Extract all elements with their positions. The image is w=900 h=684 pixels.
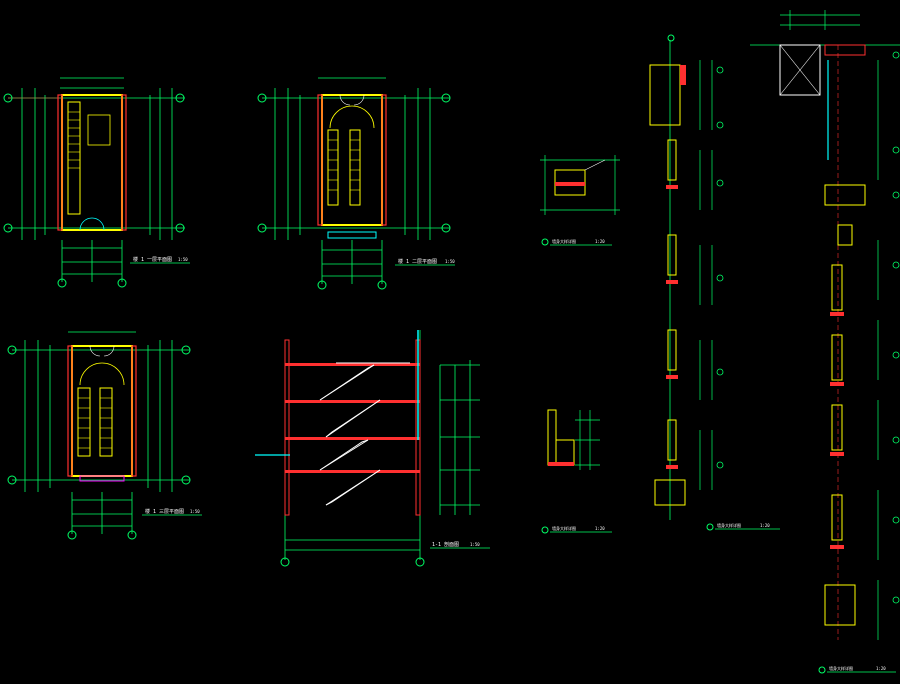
wall-section-2: 墙身大样详图 1:20 <box>750 10 900 674</box>
plan-1-title: 楼 1 一层平面图 <box>133 256 172 263</box>
wall-section-2-scale: 1:20 <box>876 666 886 671</box>
axis-bubble <box>175 93 185 103</box>
plan-1-column-right <box>121 94 127 231</box>
axis-bubble <box>57 278 67 288</box>
plan-1-scale: 1:50 <box>178 257 188 262</box>
axis-bubble <box>3 93 13 103</box>
plan-view-3: 楼 1 三层平面图 1:50 <box>7 331 202 540</box>
plan-3-scale: 1:50 <box>190 509 200 514</box>
wall-section-1: 墙身大样详图 1:20 <box>649 34 780 531</box>
axis-bubble <box>175 223 185 233</box>
detail-b-title: 墙身大样详图 <box>552 525 576 531</box>
section-1-scale: 1:50 <box>470 542 480 547</box>
plan-1-door-swing-2 <box>91 217 105 231</box>
plan-1-column-left <box>57 94 63 231</box>
section-1-title: 1-1 剖面图 <box>432 541 459 548</box>
detail-view-a: 墙身大样详图 1:20 <box>540 155 620 246</box>
plan-3-title: 楼 1 三层平面图 <box>145 508 184 515</box>
plan-2-scale: 1:50 <box>445 259 455 264</box>
plan-view-2: 楼 1 二层平面图 1:50 <box>257 77 455 290</box>
plan-1-dimensions <box>8 77 185 282</box>
plan-2-title: 楼 1 二层平面图 <box>398 258 437 265</box>
plan-1-landing <box>87 114 111 146</box>
plan-1-door-swing <box>79 217 93 231</box>
detail-a-title: 墙身大样详图 <box>552 238 576 244</box>
axis-bubble <box>3 223 13 233</box>
axis-bubble <box>117 278 127 288</box>
wall-section-1-title: 墙身大样详图 <box>717 522 741 528</box>
detail-a-scale: 1:20 <box>595 239 605 244</box>
section-view-1: 1-1 剖面图 1:50 <box>255 330 490 567</box>
detail-b-scale: 1:20 <box>595 526 605 531</box>
wall-section-2-title: 墙身大样详图 <box>829 665 853 671</box>
plan-view-1: 楼 1 一层平面图 1:50 <box>3 77 190 288</box>
detail-view-b: 墙身大样详图 1:20 <box>541 409 612 534</box>
plan-1-stair-treads <box>68 111 80 169</box>
wall-section-1-scale: 1:20 <box>760 523 770 528</box>
plan-1-stair-flight <box>67 101 81 215</box>
section-slabs <box>285 363 420 473</box>
section-stairs <box>319 362 410 506</box>
